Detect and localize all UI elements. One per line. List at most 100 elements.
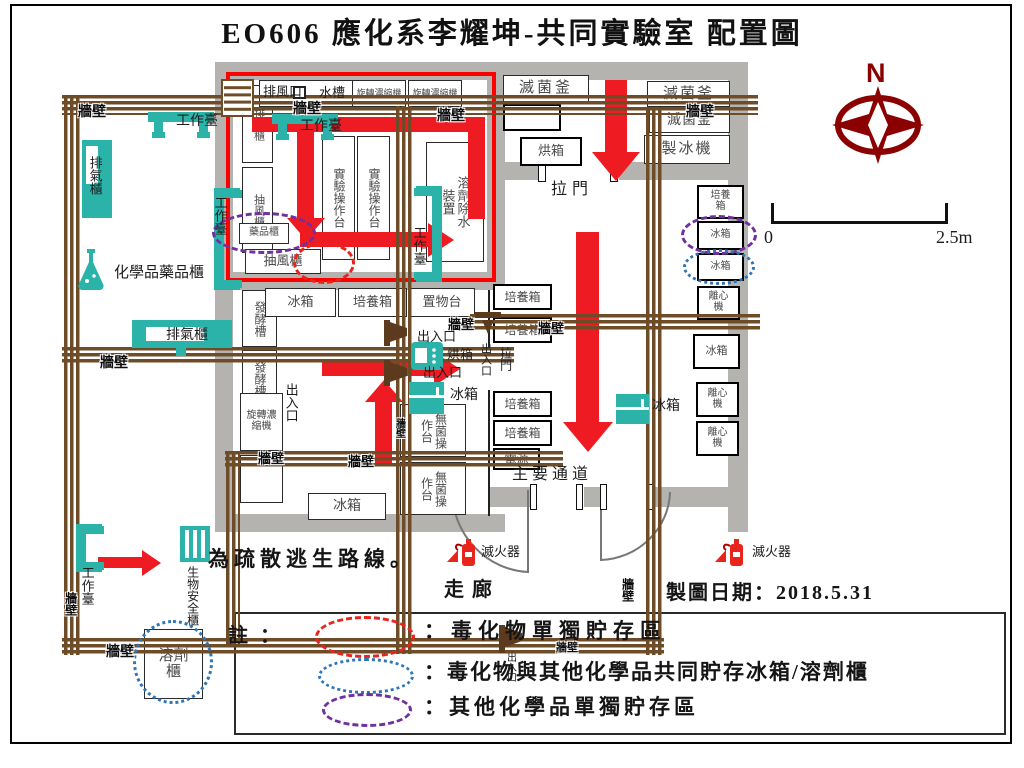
extinguisher-label: 滅火器	[752, 544, 792, 559]
scale-bar	[772, 221, 948, 224]
wall-label: 牆壁	[556, 642, 578, 654]
highlighted-room-outline	[226, 72, 496, 282]
box-shelf: 置物台	[409, 288, 475, 317]
box-centrifuge-label: 離心	[708, 291, 729, 303]
sliding-door-label: 拉門	[498, 347, 513, 371]
legend-box	[234, 612, 1006, 735]
door-icon	[497, 625, 523, 653]
hand-drawn-wall	[225, 451, 563, 468]
exhaust-cabinet-label: 排氣櫃	[166, 328, 208, 343]
workbench-icon	[406, 186, 442, 282]
storage-zone-blue-ellipse	[683, 249, 755, 285]
box-solvent-dewater-label: 裝置	[440, 189, 456, 215]
box-clean-bench-label: 無菌操	[433, 470, 448, 507]
workbench-label: 工作臺	[411, 226, 427, 265]
scale-tick-right	[945, 203, 948, 224]
legend-line-other-chemicals: ：其他化學品單獨貯存區	[424, 695, 699, 719]
escape-route-arrow	[605, 80, 627, 152]
escape-route-arrowhead	[364, 380, 403, 402]
wall-label: 牆壁	[106, 645, 134, 660]
exit-label: 出入口	[504, 652, 516, 682]
page-title: EO606 應化系李耀坤-共同實驗室 配置圖	[221, 18, 803, 50]
workbench-label: 工作臺	[176, 114, 218, 129]
wall-label: 牆壁	[293, 102, 321, 117]
escape-route-arrow	[297, 130, 314, 218]
hand-drawn-wall	[396, 106, 412, 654]
workbench-label: 工作臺	[212, 196, 228, 235]
box-centrifuge-label: 離心	[707, 387, 728, 399]
workbench-label: 工作臺	[79, 566, 95, 605]
box-fermenter: 發酵槽	[242, 290, 277, 347]
scale-start-label: 0	[764, 227, 773, 247]
wall-segment	[584, 487, 602, 507]
wall-segment	[487, 62, 505, 290]
hand-drawn-wall	[226, 453, 240, 645]
box-fridge: 冰箱	[308, 493, 386, 520]
door-jamb	[530, 484, 537, 510]
fridge-label: 冰箱	[450, 388, 478, 403]
exit-label: 出入口	[479, 343, 492, 376]
box-fridge: 冰箱	[265, 288, 336, 317]
escape-route-arrow	[468, 117, 485, 219]
wall-label: 牆壁	[63, 592, 78, 616]
box-incubator: 培養箱	[697, 185, 744, 219]
box-centrifuge: 離心機	[696, 382, 739, 417]
box-solvent-dewater-label: 溶劑除水	[455, 176, 471, 228]
corridor-label: 走廊	[444, 579, 500, 601]
compass-north-label: N	[866, 58, 886, 88]
box-centrifuge-label: 機	[713, 302, 724, 313]
box-incubator: 培養箱	[493, 284, 552, 310]
box-clean-bench-label: 作台	[419, 476, 434, 501]
oven-label: 烘箱	[447, 347, 474, 362]
exit-label: 出入口	[283, 383, 299, 422]
compass-rose-icon	[832, 86, 924, 164]
box-centrifuge-label: 離心	[707, 426, 728, 438]
sink-label: 水槽	[319, 85, 346, 100]
storage-zone-purple-ellipse	[212, 212, 316, 254]
escape-route-arrowhead	[592, 152, 640, 181]
fridge-icon	[409, 382, 444, 414]
workbench-label: 工作臺	[300, 119, 342, 134]
storage-zone-blue-ellipse	[318, 658, 414, 694]
box-incubator-label: 培養	[710, 190, 731, 202]
box-oven: 烘箱	[520, 137, 582, 166]
box-rotary-evaporator: 旋轉濃縮機	[240, 393, 283, 451]
vent-outlet-label: 排風口	[263, 84, 303, 99]
hand-drawn-wall	[64, 95, 80, 655]
exhaust-cabinet-icon	[82, 140, 112, 218]
wall-segment	[215, 514, 505, 532]
workbench-icon	[76, 524, 106, 572]
exhaust-cabinet-label: 排氣櫃	[87, 156, 103, 195]
fridge-icon	[616, 394, 649, 424]
chemical-flask-icon	[72, 248, 110, 292]
wall-label: 牆壁	[348, 454, 375, 469]
legend-line-shared-storage: ：毒化物與其他化學品共同貯存冰箱/溶劑櫃	[424, 660, 869, 684]
sliding-door-label: 拉門	[551, 181, 594, 198]
fridge-label: 冰箱	[652, 399, 680, 414]
wall-segment	[654, 487, 748, 507]
escape-route-note: 為疏散逃生路線。	[208, 547, 416, 571]
fire-extinguisher-icon	[446, 536, 480, 568]
door-icon	[382, 360, 408, 386]
scale-tick-left	[771, 203, 774, 224]
escape-route-arrow	[375, 402, 392, 466]
door-jamb	[576, 484, 583, 510]
wall-label: 牆壁	[538, 321, 565, 336]
wall-label: 牆壁	[620, 578, 635, 602]
wall-label: 牆壁	[448, 317, 475, 332]
biosafety-cabinet-label: 生物安全櫃	[185, 566, 200, 626]
scale-end-label: 2.5m	[936, 227, 973, 247]
box-clean-bench-label: 無菌操	[433, 412, 448, 449]
wall-label: 牆壁	[78, 105, 106, 120]
vent-grid-icon	[221, 79, 254, 117]
box-incubator: 培養箱	[493, 420, 552, 446]
wall-label: 牆壁	[393, 418, 405, 438]
storage-zone-red-ellipse	[293, 242, 355, 284]
storage-zone-blue-ellipse	[133, 620, 213, 704]
escape-route-arrowhead	[142, 549, 161, 576]
wall-label: 牆壁	[437, 109, 465, 124]
box-incubator: 培養箱	[493, 391, 552, 417]
chemical-cabinet-label: 化學品藥品櫃	[114, 265, 205, 281]
oven-icon	[411, 342, 443, 370]
main-aisle-label: 主要通道	[512, 466, 593, 483]
